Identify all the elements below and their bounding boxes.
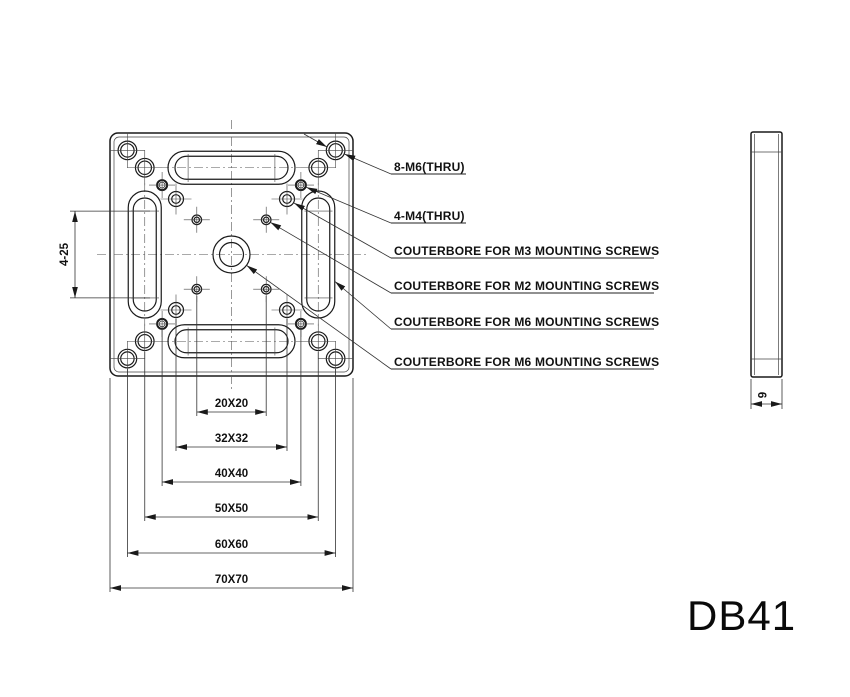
callout-m2-counterbore: COUTERBORE FOR M2 MOUNTING SCREWS xyxy=(394,279,659,293)
dim-40x40: 40X40 xyxy=(215,468,248,480)
dim-50x50: 50X50 xyxy=(215,503,248,515)
pattern-dimensions: 20X20 32X32 40X40 50X50 60X60 70X70 xyxy=(109,296,354,592)
thickness-dimension: 9 xyxy=(750,379,783,409)
callout-labels: 8-M6(THRU) 4-M4(THRU) COUTERBORE FOR M3 … xyxy=(391,160,659,370)
dim-20x20: 20X20 xyxy=(215,398,248,410)
dim-thickness: 9 xyxy=(758,392,770,398)
hole-center-marks xyxy=(109,132,354,377)
callout-m6-slot-counterbore: COUTERBORE FOR M6 MOUNTING SCREWS xyxy=(394,315,659,329)
part-number: DB41 xyxy=(687,592,796,639)
mounting-slot-right xyxy=(301,190,336,319)
callout-m6-center-counterbore: COUTERBORE FOR M6 MOUNTING SCREWS xyxy=(394,355,659,369)
centerlines xyxy=(97,120,368,392)
callout-m4-thru: 4-M4(THRU) xyxy=(394,209,465,223)
dim-slot-spacing: 4-25 xyxy=(59,242,71,266)
dim-60x60: 60X60 xyxy=(215,539,248,551)
slot-spacing-dimension: 4-25 xyxy=(59,210,150,299)
plate-outline xyxy=(109,132,354,377)
mounting-slot-left xyxy=(127,190,162,319)
mounting-slot-bottom xyxy=(167,324,296,359)
dim-32x32: 32X32 xyxy=(215,433,248,445)
dim-70x70: 70X70 xyxy=(215,574,248,586)
callout-m3-counterbore: COUTERBORE FOR M3 MOUNTING SCREWS xyxy=(394,244,659,258)
center-counterbore-m6 xyxy=(212,235,251,274)
mounting-slot-top xyxy=(167,150,296,185)
side-profile xyxy=(750,131,783,378)
callout-leaders xyxy=(246,133,392,370)
side-view: 9 xyxy=(750,131,783,409)
callout-m6-thru: 8-M6(THRU) xyxy=(394,160,465,174)
